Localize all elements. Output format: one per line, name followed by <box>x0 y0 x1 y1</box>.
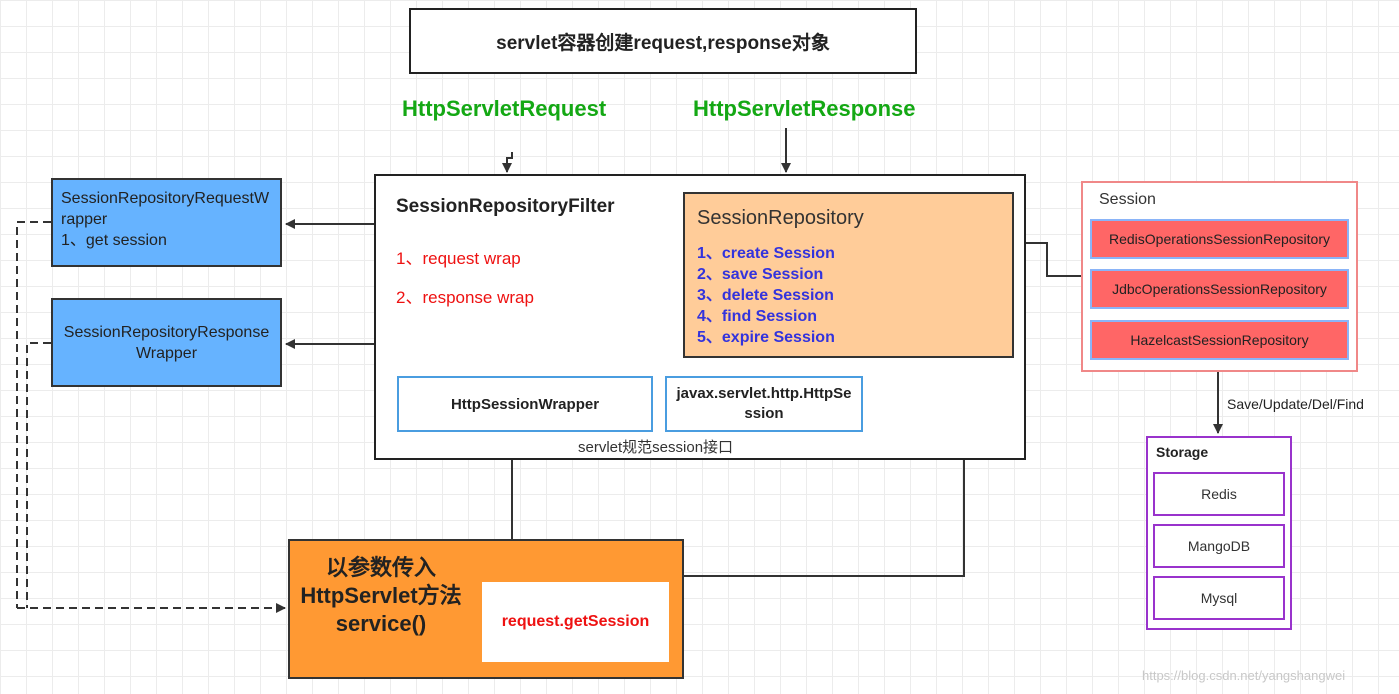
jdbc-session-repository-box: JdbcOperationsSessionRepository <box>1090 269 1349 309</box>
repo-op-expire: 5、expire Session <box>697 329 835 346</box>
dashed-response-wrapper-to-service <box>26 342 51 608</box>
session-repository-title: SessionRepository <box>697 207 864 229</box>
request-wrapper-box: SessionRepositoryRequestWrapper 1、get se… <box>51 178 282 267</box>
repo-op-find: 4、find Session <box>697 308 818 325</box>
request-wrapper-name: SessionRepositoryRequestWrapper <box>61 190 270 228</box>
storage-item-redis-text: Redis <box>1201 486 1237 502</box>
javax-http-session-box: javax.servlet.http.HttpSession <box>665 376 863 432</box>
session-repository-box <box>683 192 1014 358</box>
http-servlet-response-label: HttpServletResponse <box>693 96 916 121</box>
request-wrapper-action: 1、get session <box>61 232 167 249</box>
storage-item-redis: Redis <box>1153 472 1285 516</box>
redis-session-repository-text: RedisOperationsSessionRepository <box>1109 230 1330 247</box>
storage-item-mysql-text: Mysql <box>1200 590 1238 606</box>
arrow-request-to-filter <box>502 152 513 173</box>
servlet-spec-label: servlet规范session接口 <box>578 439 734 456</box>
hazelcast-session-repository-text: HazelcastSessionRepository <box>1130 331 1309 348</box>
repo-op-delete: 3、delete Session <box>697 287 834 304</box>
session-group-title: Session <box>1099 191 1156 208</box>
filter-step-response-wrap: 2、response wrap <box>396 288 534 307</box>
servlet-container-text: servlet容器创建request,response对象 <box>496 32 830 54</box>
filter-title: SessionRepositoryFilter <box>396 196 615 217</box>
jdbc-session-repository-text: JdbcOperationsSessionRepository <box>1112 280 1327 297</box>
get-session-text: request.getSession <box>501 613 650 630</box>
servlet-container-box: servlet容器创建request,response对象 <box>409 8 917 74</box>
service-label: 以参数传入HttpServlet方法service() <box>300 555 462 636</box>
http-session-wrapper-box: HttpSessionWrapper <box>397 376 653 432</box>
redis-session-repository-box: RedisOperationsSessionRepository <box>1090 219 1349 259</box>
repo-op-save: 2、save Session <box>697 266 824 283</box>
filter-step-request-wrap: 1、request wrap <box>396 249 521 268</box>
response-wrapper-box: SessionRepositoryResponseWrapper <box>51 298 282 387</box>
http-session-wrapper-text: HttpSessionWrapper <box>450 395 600 413</box>
session-repository-ops: 1、create Session 2、save Session 3、delete… <box>697 243 835 348</box>
arrow-session-to-repository <box>1016 238 1081 277</box>
storage-edge-label: Save/Update/Del/Find <box>1227 396 1364 412</box>
dashed-request-wrapper-to-service <box>16 221 51 608</box>
get-session-box: request.getSession <box>482 582 669 662</box>
storage-item-mangodb: MangoDB <box>1153 524 1285 568</box>
storage-item-mysql: Mysql <box>1153 576 1285 620</box>
storage-title: Storage <box>1156 444 1209 460</box>
storage-item-mangodb-text: MangoDB <box>1187 538 1251 554</box>
watermark: https://blog.csdn.net/yangshangwei <box>1142 668 1346 683</box>
javax-http-session-text: javax.servlet.http.HttpSession <box>676 385 852 422</box>
http-servlet-request-label: HttpServletRequest <box>402 96 607 121</box>
response-wrapper-name: SessionRepositoryResponseWrapper <box>63 323 270 362</box>
repo-op-create: 1、create Session <box>697 245 835 262</box>
hazelcast-session-repository-box: HazelcastSessionRepository <box>1090 320 1349 360</box>
